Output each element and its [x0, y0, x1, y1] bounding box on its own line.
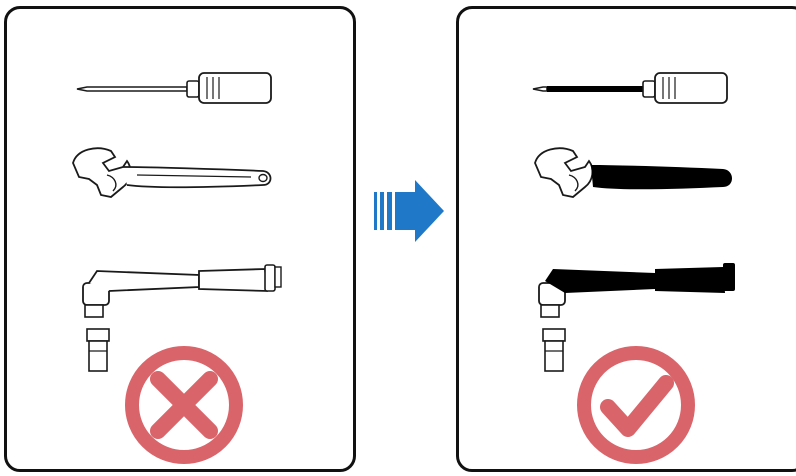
- socket-icon: [539, 327, 573, 375]
- right-arrow-icon: [372, 180, 444, 244]
- insulated-screwdriver-icon: [529, 67, 735, 107]
- screwdriver-icon: [73, 67, 279, 107]
- check-mark-icon: [574, 343, 698, 467]
- insulated-torque-wrench-icon: [525, 261, 741, 321]
- cross-mark-icon: [122, 343, 246, 467]
- insulated-tools-panel: [456, 6, 796, 472]
- socket-icon: [83, 327, 117, 375]
- torque-wrench-icon: [69, 261, 285, 321]
- insulated-adjustable-wrench-icon: [529, 141, 741, 203]
- adjustable-wrench-icon: [67, 141, 279, 203]
- uninsulated-tools-panel: [4, 6, 356, 472]
